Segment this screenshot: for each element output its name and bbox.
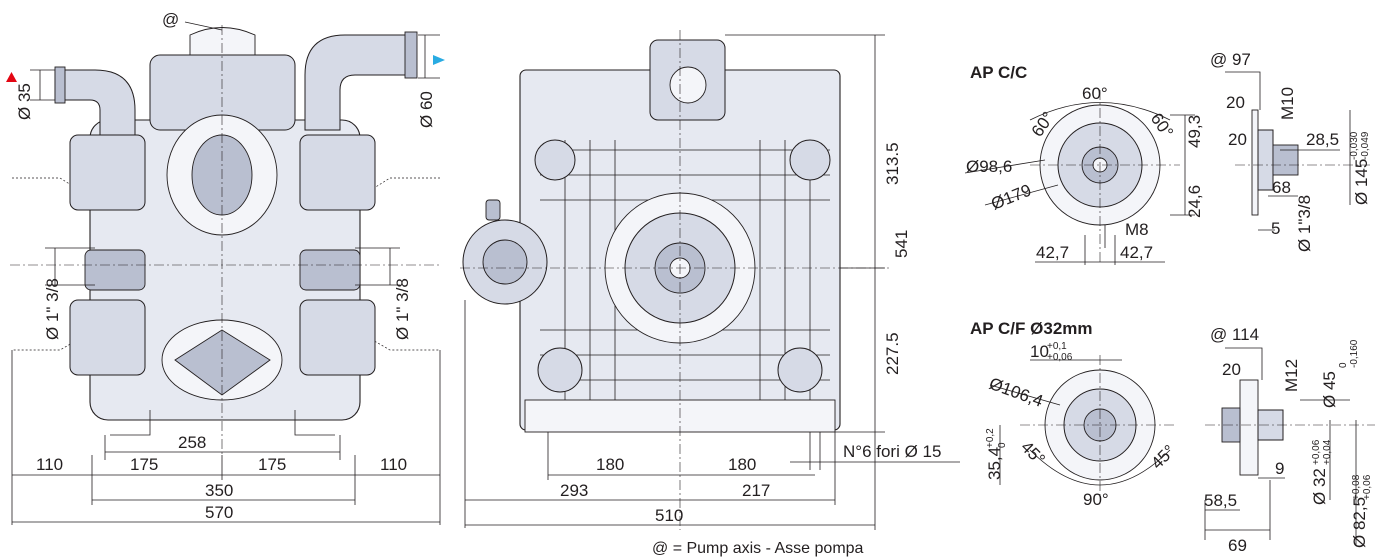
outlet-hose-end [404,31,418,79]
cf-d82: Ø 82,5 [1350,497,1369,548]
dim-110-left: 110 [36,455,63,474]
cf-tol32-up: +0,06 [1311,439,1322,465]
thread-right: Ø 1" 3/8 [393,278,412,340]
cf-tol10-lo: +0,06 [1047,352,1073,363]
cc-m10: M10 [1278,87,1297,120]
cf-tol35-up: +0,2 [985,428,996,448]
inlet-marker-icon [6,72,17,82]
cf-d45: Ø 45 [1320,371,1339,408]
top-cap [189,27,256,56]
cc-w42-left: 42,7 [1036,243,1069,262]
ap-cf-title: AP C/F Ø32mm [970,319,1093,338]
dim-541: 541 [892,230,911,258]
cf-tol10-up: +0,1 [1047,341,1067,352]
dim-293: 293 [560,481,588,500]
cc-h49: 49,3 [1185,115,1204,148]
cc-tol145-up: -0,030 [1349,131,1360,160]
inlet-diameter: Ø 35 [15,83,34,120]
inlet-hose-end [54,66,66,104]
dim-217: 217 [742,481,770,500]
dim-180-right: 180 [728,455,756,474]
front-view: @ Ø 35 Ø 60 Ø 1" 3/8 Ø 1" 3/8 258 110 17… [6,10,445,525]
cc-thread: Ø 1"3/8 [1295,195,1314,252]
cc-d20b: 20 [1228,130,1247,149]
cf-flange-side [1239,379,1259,476]
outlet-marker-icon [433,55,445,65]
outlet-elbow [304,34,416,131]
dim-313: 313.5 [883,142,902,185]
mounting-feet [110,410,335,436]
cf-tol32-lo: +0,04 [1322,439,1333,465]
cc-angle-top: 60° [1082,84,1108,103]
cc-d179: Ø179 [988,181,1034,214]
dim-175-right: 175 [258,455,286,474]
ap-cc-title: AP C/C [970,63,1027,82]
axis-mark: @ [162,10,179,29]
cc-w42-right: 42,7 [1120,243,1153,262]
ap-cc-detail: AP C/C 60° 60° 60° Ø98,6 Ø179 49,3 24,6 … [964,50,1371,265]
cc-d5: 5 [1271,219,1280,238]
cc-d98: Ø98,6 [966,157,1012,176]
cc-d20a: 20 [1226,93,1245,112]
caption: @ = Pump axis - Asse pompa [652,540,864,557]
dim-227: 227.5 [883,332,902,375]
cf-angle-left: 45° [1017,437,1049,469]
side-view: 313.5 541 227.5 N°6 fori Ø 15 180 180 29… [460,30,960,530]
cc-h24: 24,6 [1185,185,1204,218]
cc-d68: 68 [1272,178,1291,197]
cf-tol45-up: 0 [1338,362,1349,368]
cf-d32: Ø 32 [1310,468,1329,505]
dim-180-left: 180 [596,455,624,474]
cc-flange-side [1251,109,1259,216]
dim-175-left: 175 [130,455,158,474]
cf-d69: 69 [1228,536,1247,555]
dim-570: 570 [205,503,233,522]
cf-d9: 9 [1275,459,1284,478]
cf-d106: Ø106,4 [987,374,1046,411]
cc-tol145-lo: -0,049 [1360,131,1371,160]
cc-d145: Ø 145 [1352,159,1371,205]
cc-d28: 28,5 [1306,130,1339,149]
outlet-diameter: Ø 60 [417,91,436,128]
dim-258: 258 [178,433,206,452]
ap-cf-detail: AP C/F Ø32mm 10 +0,1 +0,06 Ø106,4 35,4 +… [970,319,1375,555]
cf-angle-right: 45° [1147,441,1179,473]
dim-510: 510 [655,506,683,525]
cf-tol82-up: +0,08 [1351,474,1362,500]
cc-axis97: @ 97 [1210,50,1251,69]
cf-d20: 20 [1222,360,1241,379]
cf-angle-90: 90° [1083,490,1109,509]
cf-d35: 35,4 [985,447,1004,480]
dim-350: 350 [205,481,233,500]
cf-tol45-lo: -0,160 [1349,339,1360,368]
cf-tol82-lo: +0,06 [1362,474,1373,500]
cf-m12: M12 [1282,359,1301,392]
cf-d10: 10 [1030,342,1049,361]
thread-left: Ø 1" 3/8 [43,278,62,340]
holes-note: N°6 fori Ø 15 [843,442,941,461]
cf-d58: 58,5 [1204,491,1237,510]
cf-tol35-lo: 0 [997,442,1008,448]
cc-m8: M8 [1125,220,1149,239]
dim-110-right: 110 [380,455,407,474]
cf-axis114: @ 114 [1210,325,1259,344]
